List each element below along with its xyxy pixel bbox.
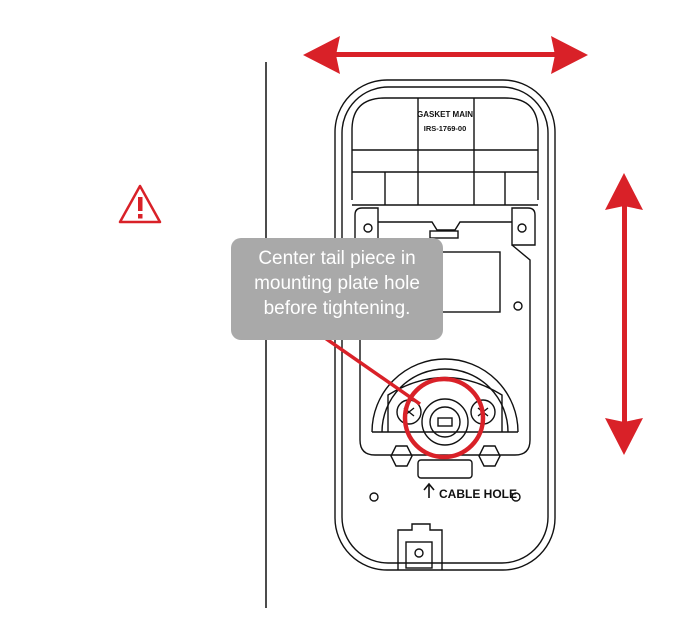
instruction-callout-text: Center tail piece in mounting plate hole… — [231, 246, 443, 321]
callout-line-3: before tightening. — [263, 298, 411, 319]
callout-line-1: Center tail piece in — [258, 248, 416, 269]
up-arrow-icon — [423, 482, 435, 498]
mounting-plate — [334, 79, 556, 571]
callout-line-2: mounting plate hole — [254, 273, 420, 294]
warning-triangle-icon — [118, 184, 162, 224]
cable-hole-label: CABLE HOLE — [439, 487, 517, 501]
tailpiece-highlight-circle — [402, 376, 486, 460]
double-arrow-horizontal-icon — [303, 36, 588, 74]
gasket-main-label: GASKET MAIN — [417, 110, 473, 119]
part-number-label: IRS-1769-00 — [424, 124, 467, 133]
double-arrow-vertical-icon — [605, 173, 643, 455]
instruction-callout — [231, 238, 443, 340]
